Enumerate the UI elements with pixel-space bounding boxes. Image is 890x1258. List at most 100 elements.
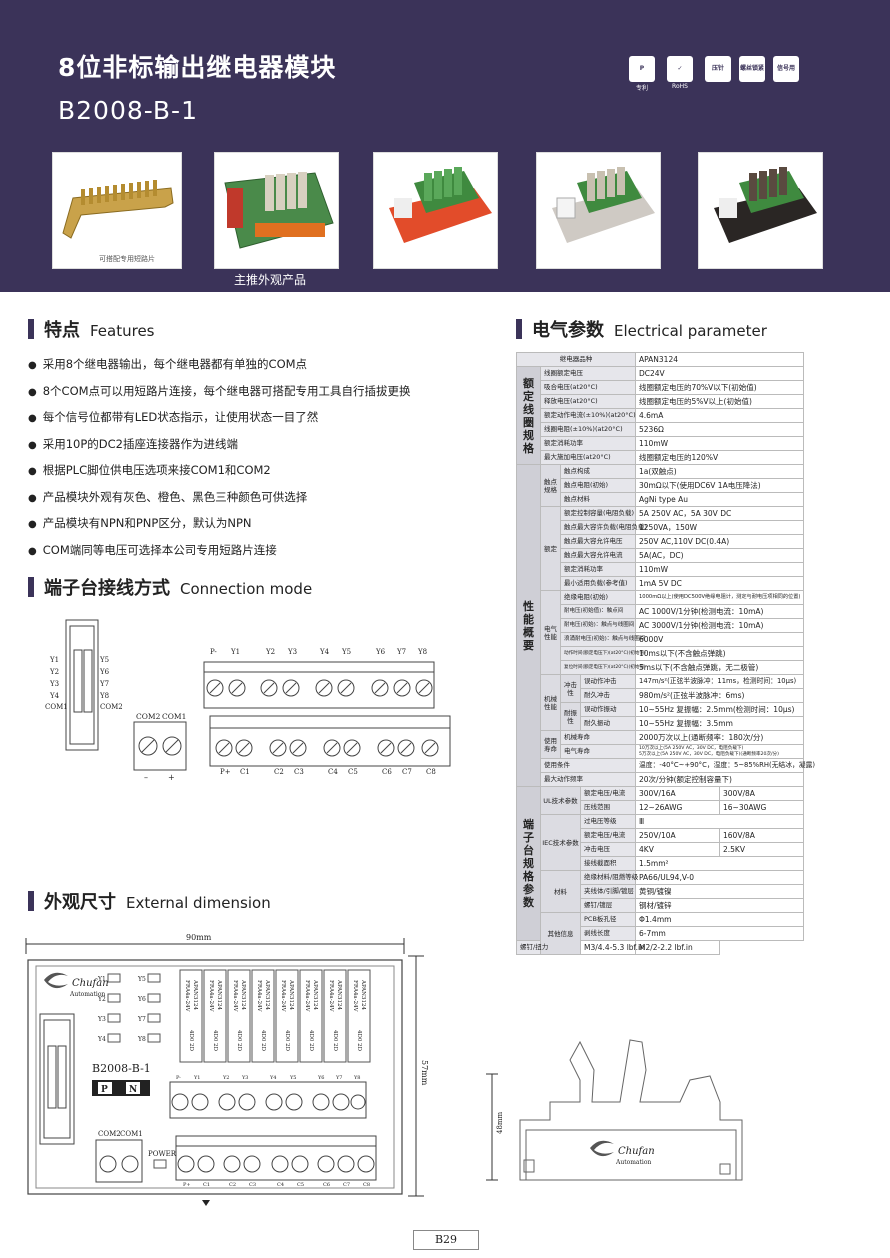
row-label: 接线截面积 — [580, 856, 636, 871]
group-life: 使用寿命 — [540, 730, 561, 759]
top-terminal-block — [203, 661, 435, 709]
dc2-connector-drawing — [39, 1013, 75, 1145]
pin-label: Y4 — [49, 692, 60, 700]
row-label: 触点电阻(初始) — [560, 478, 636, 493]
row-label: 浪涌耐电压(初始)：触点与线圈间 — [560, 632, 645, 647]
row-value: APAN3124 — [634, 352, 805, 367]
terminal-label: Y3 — [287, 648, 297, 656]
heading-cn: 电气参数 — [532, 320, 604, 341]
group-impact: 冲击性 — [560, 674, 581, 703]
row-value: 250V/10A — [635, 828, 720, 843]
row-value: 110mW — [634, 562, 805, 577]
row-label: 释放电压(at20°C) — [540, 394, 636, 409]
row-value: 线圈额定电压的120%V — [634, 450, 805, 465]
electrical-heading: 电气参数 Electrical parameter — [516, 316, 767, 342]
dc2-connector — [65, 619, 99, 751]
table-row: 剥线长度 6-7mm — [517, 926, 805, 941]
list-item: COM端同等电压可选择本公司专用短路片连接 — [28, 538, 498, 565]
row-label: 机械寿命 — [560, 730, 636, 745]
relay-text: 4D0 2D — [308, 1030, 314, 1052]
relay-text: FRA4a-24V — [256, 980, 262, 1013]
terminal-label: Y2 — [222, 1075, 229, 1081]
power-label: POWER — [148, 1150, 177, 1158]
row-value: M3/4.4-5.3 lbf.in — [580, 940, 645, 955]
terminal-label: Y4 — [269, 1075, 276, 1081]
relay-text: 4D0 2D — [332, 1030, 338, 1052]
row-label: 使用条件 — [540, 758, 636, 773]
pin-label: COM1 — [45, 703, 68, 711]
table-row: 耐振性 误动作振动 10~55Hz 复振幅：2.5mm(检测时间：10μs) — [517, 702, 805, 731]
relay-text: FRA4a-24V — [280, 980, 286, 1013]
pin-label: Y7 — [99, 680, 109, 688]
pin-label: Y2 — [49, 668, 59, 676]
relay-text: APAN3124 — [192, 979, 198, 1010]
led-label: Y2 — [97, 996, 106, 1003]
badge-label: 螺丝锁紧 — [739, 64, 764, 72]
row-value: 1.5mm² — [634, 856, 805, 871]
relay-text: 4D0 2D — [284, 1030, 290, 1052]
table-row: 释放电压(at20°C) 线圈额定电压的5%V以上(初始值) — [517, 394, 805, 409]
led-label: Y8 — [137, 1036, 146, 1043]
table-row: 额定消耗功率 110mW — [517, 562, 805, 577]
table-row: 端子台规格参数 UL技术参数 额定电压/电流 300V/16A 300V/8A — [516, 786, 805, 941]
row-label: 额定消耗功率 — [540, 436, 636, 451]
row-value: Φ1.4mm — [634, 912, 805, 927]
group-vib: 耐振性 — [560, 702, 581, 731]
row-label: 电气寿命 — [560, 744, 636, 759]
electrical-table-wrap: 继电器品种 APAN3124 额定线圈规格 线圈额定电压 DC24V 吸合电压(… — [516, 352, 815, 955]
top-terminal-labels: P- Y1 Y2 Y3 Y4 Y5 Y6 Y7 Y8 — [210, 648, 427, 656]
led-label: Y7 — [137, 1016, 146, 1023]
terminal-label: P+ — [183, 1182, 191, 1188]
signal-icon: 信号用 — [773, 56, 799, 82]
jumper-photo: 可搭配专用短路片 — [52, 152, 182, 269]
side-profile — [519, 1039, 743, 1181]
list-item: 产品模块有NPN和PNP区分，默认为NPN — [28, 511, 498, 538]
row-label: 剥线长度 — [580, 926, 636, 941]
row-label: 线圈额定电压 — [540, 366, 636, 381]
table-row: 触点电阻(初始) 30mΩ以下(使用DC6V 1A电压降法) — [517, 478, 805, 493]
page-title: 8位非标输出继电器模块 — [58, 53, 337, 82]
connection-diagram: Y1 Y2 Y3 Y4 COM1 Y5 Y6 Y7 Y8 COM2 COM2 C… — [45, 619, 451, 782]
terminal-label: Y8 — [417, 648, 427, 656]
row-label: 冲击电压 — [580, 842, 636, 857]
height-dimension — [408, 955, 424, 1197]
terminal-label: Y3 — [241, 1075, 248, 1081]
terminal-label: Y4 — [319, 648, 330, 656]
electrical-table: 继电器品种 APAN3124 额定线圈规格 线圈额定电压 DC24V 吸合电压(… — [516, 352, 815, 955]
row-value: 20次/分钟(额定控制容量下) — [634, 772, 805, 787]
terminal-label: C7 — [343, 1182, 350, 1188]
group-coil: 额定线圈规格 — [516, 366, 541, 465]
table-row: 材料 绝缘材料/阻燃等级 PA66/UL94,V-0 — [517, 870, 805, 913]
row-label: 绝缘电阻(初始) — [560, 590, 636, 605]
terminal-label: C1 — [240, 768, 250, 776]
badge-label: 信号用 — [776, 64, 795, 72]
terminal-label: Y7 — [335, 1075, 342, 1081]
row-value: 300V/16A — [635, 786, 720, 801]
row-value-2: 160V/8A — [718, 828, 805, 843]
terminal-label: Y1 — [230, 648, 240, 656]
row-value: 线圈额定电压的5%V以上(初始值) — [634, 394, 805, 409]
np-p-label: P — [101, 1085, 108, 1095]
module-top-terminals — [169, 1081, 367, 1119]
relay-row — [179, 969, 371, 1063]
relay-text: APAN3124 — [264, 979, 270, 1010]
com-label: COM2 — [136, 712, 161, 721]
row-value: 147m/s²(正弦半波脉冲：11ms，检测时间：10μs) — [634, 674, 805, 689]
table-row: 线圈电阻(±10%)(at20°C) 5236Ω — [517, 422, 805, 437]
row-value: PA66/UL94,V-0 — [634, 870, 805, 885]
led-label: Y6 — [137, 996, 146, 1003]
features-list: 采用8个继电器输出，每个继电器都有单独的COM点 8个COM点可以用短路片连接，… — [28, 352, 498, 564]
row-label: 触点最大容允许电压 — [560, 534, 636, 549]
np-n-label: N — [129, 1085, 137, 1095]
table-row: 吸合电压(at20°C) 线圈额定电压的70%V以下(初始值) — [517, 380, 805, 395]
row-value-2: 2.5KV — [718, 842, 805, 857]
terminal-label: C3 — [294, 768, 304, 776]
table-row: 触点最大容许负载(电阻负载) 1250VA，150W — [517, 520, 805, 535]
row-label: 耐电压(初始值)：触点间 — [560, 604, 636, 619]
heading-bar — [28, 319, 34, 339]
module-com-terminal — [95, 1139, 143, 1183]
terminal-label: P+ — [220, 768, 231, 776]
row-label: 压线范围 — [580, 800, 636, 815]
width-label: 90mm — [186, 933, 212, 942]
com-terminal: COM2 COM1 – + — [133, 712, 187, 782]
